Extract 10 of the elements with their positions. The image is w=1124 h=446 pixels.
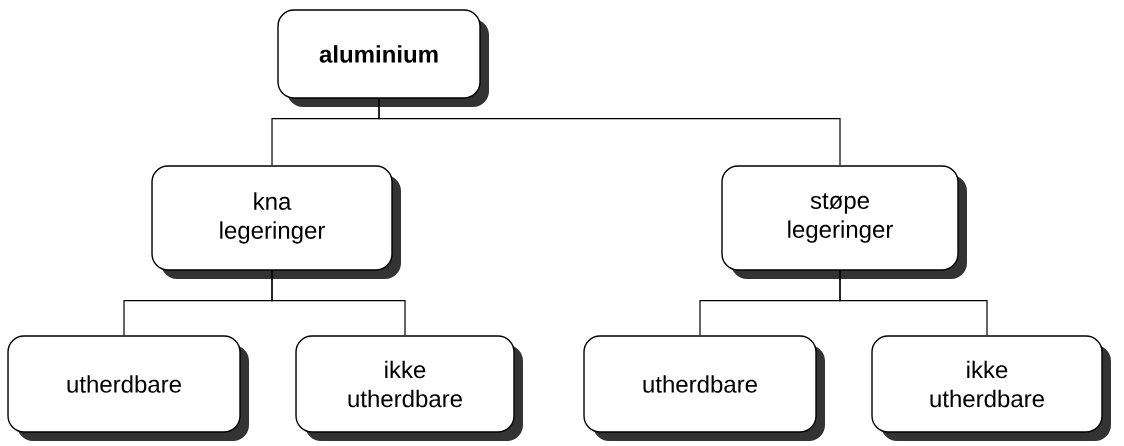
rounded-box: støpe legeringer [721, 165, 967, 279]
rounded-box: ikke utherdbare [871, 335, 1111, 441]
rounded-box: utherdbare [583, 335, 825, 441]
rounded-box: utherdbare [7, 335, 249, 441]
rounded-box: ikke utherdbare [295, 335, 523, 441]
rounded-box: kna legeringer [151, 165, 401, 279]
rounded-box: aluminium [277, 9, 489, 107]
connector-line [839, 270, 988, 336]
connector-line [378, 98, 841, 166]
connector-line [271, 270, 406, 336]
